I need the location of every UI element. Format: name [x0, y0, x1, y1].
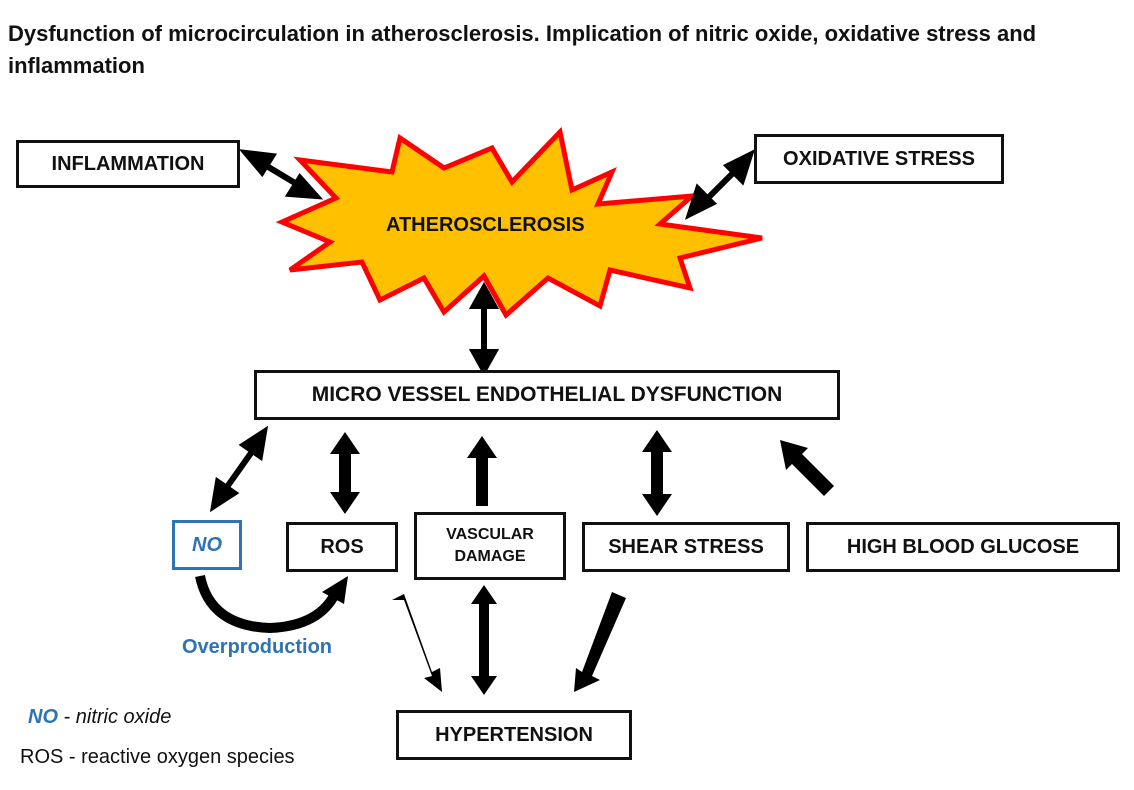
arrow-inflammation-atherosclerosis [238, 149, 324, 200]
legend-no: NO - nitric oxide [28, 706, 171, 729]
legend-no-abbr: NO [28, 706, 58, 728]
overproduction-label: Overproduction [182, 636, 333, 658]
vascular-damage-box: VASCULAR DAMAGE [414, 512, 566, 580]
arrow-atherosclerosis-microvessel [468, 281, 500, 377]
arrow-microvessel-ros [330, 432, 360, 514]
ros-box: ROS [286, 522, 398, 572]
arrow-microvessel-shear [642, 430, 672, 516]
vascular-damage-line1: VASCULAR [446, 526, 534, 543]
oxidative-stress-box: OXIDATIVE STRESS [754, 134, 1004, 184]
inflammation-box: INFLAMMATION [16, 140, 240, 188]
arrow-overproduction [195, 574, 348, 634]
no-box: NO [172, 520, 242, 570]
vascular-damage-line2: DAMAGE [454, 548, 526, 565]
atherosclerosis-starburst [275, 126, 763, 319]
legend-no-definition: - nitric oxide [58, 706, 172, 728]
arrow-oxidative-atherosclerosis [684, 149, 756, 220]
arrow-vascular-hypertension [471, 585, 497, 695]
high-blood-glucose-box: HIGH BLOOD GLUCOSE [806, 522, 1120, 572]
hypertension-box: HYPERTENSION [396, 710, 632, 760]
micro-vessel-dysfunction-box: MICRO VESSEL ENDOTHELIAL DYSFUNCTION [254, 370, 840, 420]
arrow-ros-hypertension [392, 594, 442, 692]
arrow-glucose-microvessel [780, 440, 834, 496]
arrow-vascular-microvessel [467, 436, 497, 506]
legend-ros: ROS - reactive oxygen species [20, 746, 295, 768]
atherosclerosis-label: ATHEROSCLEROSIS [386, 214, 585, 236]
arrow-shear-hypertension [574, 592, 626, 692]
arrow-microvessel-no [209, 425, 269, 513]
page-title: Dysfunction of microcirculation in ather… [8, 21, 1037, 78]
shear-stress-box: SHEAR STRESS [582, 522, 790, 572]
